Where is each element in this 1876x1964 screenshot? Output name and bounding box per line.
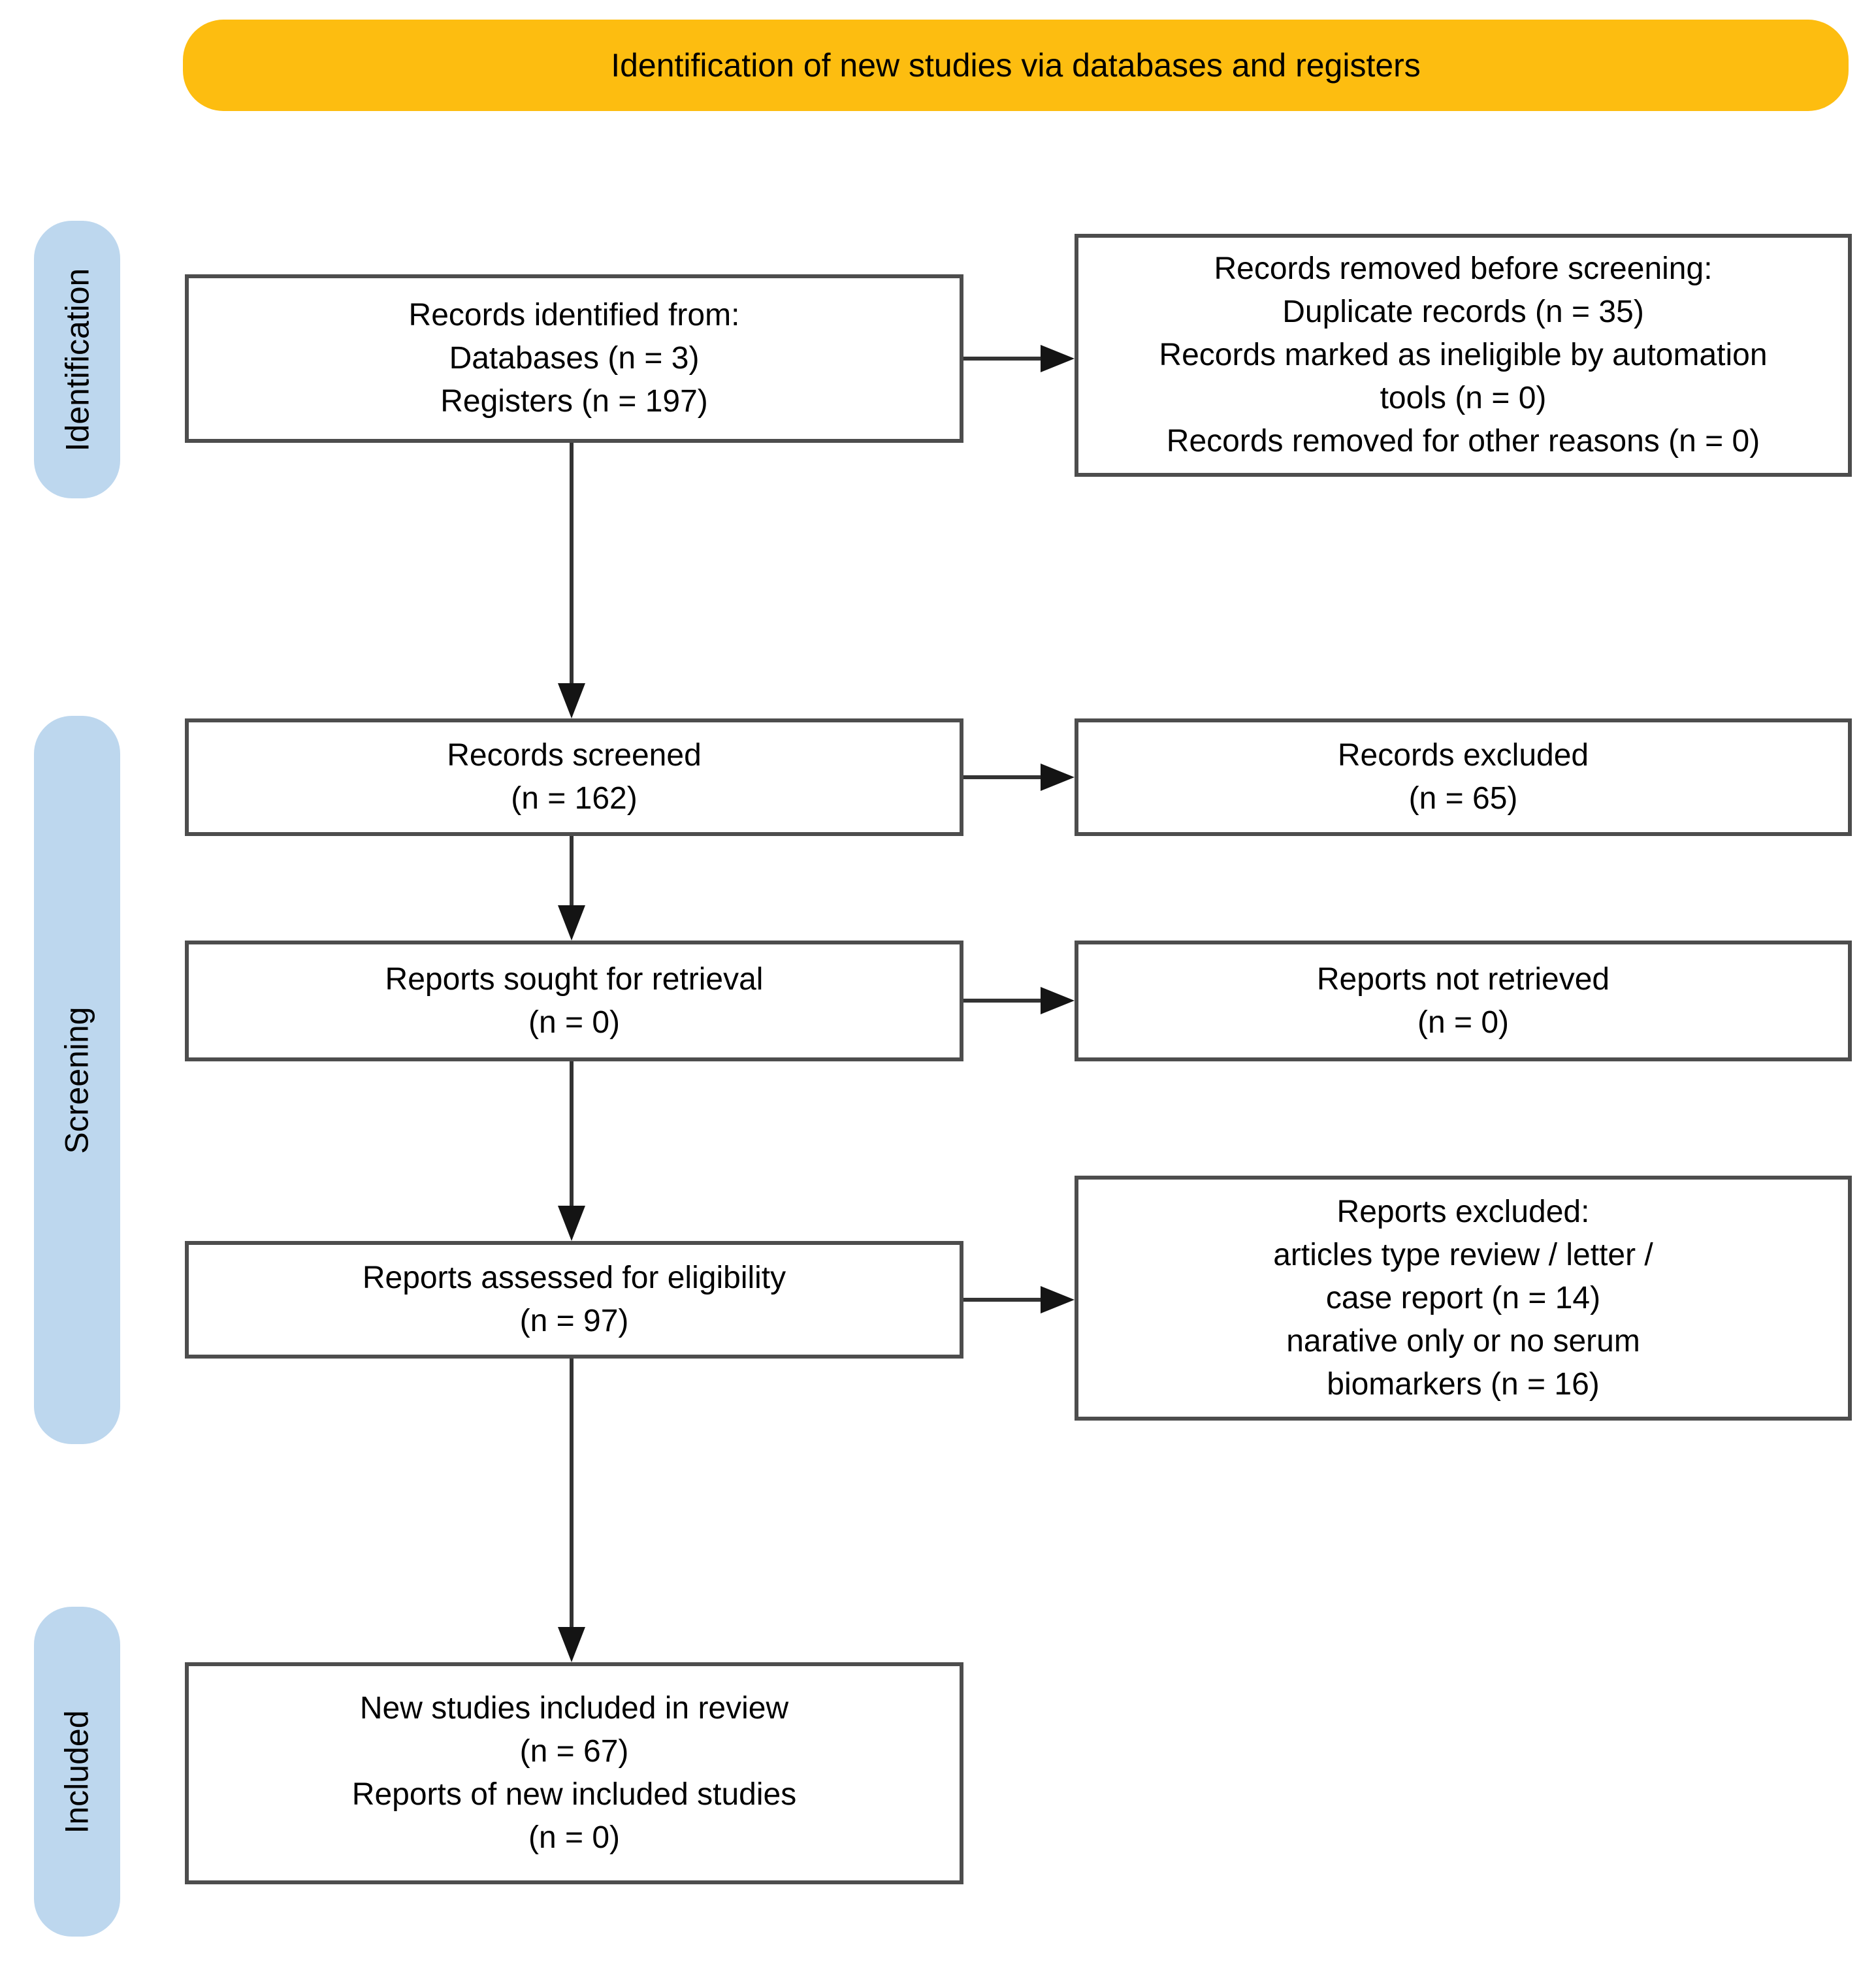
stage-included-label: Included — [59, 1709, 96, 1834]
box-line: Reports sought for retrieval — [385, 961, 764, 997]
stage-identification: Identification — [34, 221, 120, 498]
arrow-sought-to-assessed-line — [570, 1061, 574, 1206]
box-reports-not-retrieved: Reports not retrieved (n = 0) — [1075, 941, 1852, 1061]
arrow-screened-to-excluded-head — [1041, 764, 1075, 791]
arrow-assessed-to-included-line — [570, 1359, 574, 1627]
arrow-screened-to-sought-head — [558, 905, 585, 941]
arrow-identified-to-removed-line — [963, 357, 1041, 361]
banner: Identification of new studies via databa… — [183, 20, 1849, 111]
arrow-assessed-to-reports-excluded-head — [1041, 1286, 1075, 1313]
box-line: Records removed for other reasons (n = 0… — [1166, 424, 1760, 459]
stage-identification-label: Identification — [59, 268, 95, 451]
box-line: Registers (n = 197) — [440, 384, 708, 419]
arrow-screened-to-sought-line — [570, 836, 574, 905]
box-line: Records marked as ineligible by automati… — [1159, 338, 1768, 372]
box-line: (n = 67) — [519, 1734, 629, 1769]
arrow-identified-to-screened-head — [558, 683, 585, 718]
box-reports-sought: Reports sought for retrieval (n = 0) — [185, 941, 963, 1061]
arrow-sought-to-not-retrieved-line — [963, 999, 1041, 1003]
arrow-sought-to-not-retrieved-head — [1041, 987, 1075, 1014]
box-line: Records removed before screening: — [1214, 251, 1713, 286]
box-line: Duplicate records (n = 35) — [1282, 295, 1644, 329]
box-line: (n = 162) — [511, 781, 638, 816]
box-line: Records identified from: — [408, 298, 740, 332]
arrow-identified-to-screened-line — [570, 443, 574, 683]
box-line: articles type review / letter / — [1273, 1237, 1653, 1272]
arrow-assessed-to-reports-excluded-line — [963, 1298, 1041, 1302]
arrow-assessed-to-included-head — [558, 1627, 585, 1662]
arrow-identified-to-removed-head — [1041, 345, 1075, 372]
banner-title: Identification of new studies via databa… — [611, 47, 1421, 84]
box-line: Records excluded — [1337, 738, 1589, 773]
box-line: case report (n = 14) — [1325, 1280, 1601, 1315]
box-line: (n = 0) — [528, 1820, 621, 1855]
box-reports-assessed: Reports assessed for eligibility (n = 97… — [185, 1241, 963, 1359]
stage-screening: Screening — [34, 716, 120, 1444]
box-records-excluded: Records excluded (n = 65) — [1075, 718, 1852, 836]
box-records-identified: Records identified from: Databases (n = … — [185, 274, 963, 443]
box-line: Reports of new included studies — [351, 1777, 797, 1812]
box-line: (n = 0) — [1417, 1005, 1510, 1040]
box-line: (n = 65) — [1408, 781, 1518, 816]
box-line: Records screened — [447, 738, 702, 773]
arrow-screened-to-excluded-line — [963, 775, 1041, 779]
box-line: Reports not retrieved — [1316, 961, 1610, 997]
box-line: Databases (n = 3) — [449, 341, 700, 376]
box-new-studies-included: New studies included in review (n = 67) … — [185, 1662, 963, 1884]
stage-screening-label: Screening — [59, 1006, 95, 1154]
box-records-screened: Records screened (n = 162) — [185, 718, 963, 836]
box-line: (n = 97) — [519, 1304, 629, 1338]
box-line: New studies included in review — [359, 1691, 789, 1726]
box-line: narative only or no serum — [1286, 1323, 1640, 1359]
box-reports-excluded: Reports excluded: articles type review /… — [1075, 1176, 1852, 1421]
box-line: (n = 0) — [528, 1005, 621, 1040]
box-records-removed: Records removed before screening: Duplic… — [1075, 234, 1852, 477]
box-line: tools (n = 0) — [1380, 381, 1547, 415]
box-line: Reports assessed for eligibility — [362, 1261, 786, 1295]
box-line: biomarkers (n = 16) — [1327, 1366, 1600, 1402]
box-line: Reports excluded: — [1336, 1194, 1590, 1229]
arrow-sought-to-assessed-head — [558, 1206, 585, 1241]
stage-included: Included — [34, 1607, 120, 1937]
